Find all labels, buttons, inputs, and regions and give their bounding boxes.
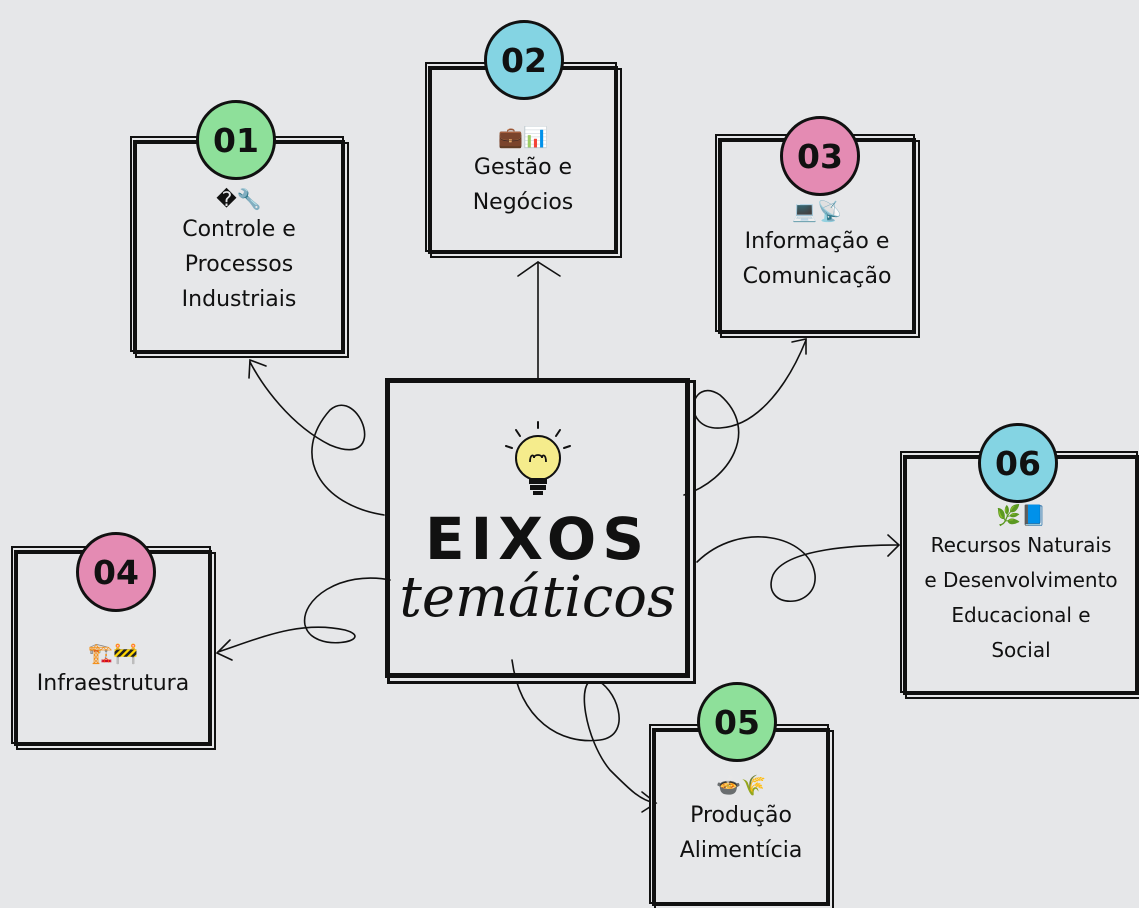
axis-01-line-2: Processos <box>184 252 294 277</box>
axis-05-badge: 05 <box>697 682 777 762</box>
axis-06-line-3: Educacional e <box>951 603 1091 627</box>
axis-05-line-2: Alimentícia <box>679 838 803 863</box>
axis-02-label: 💼📊 Gestão e Negócios <box>428 124 618 220</box>
connector-01 <box>249 361 385 516</box>
arrowhead-03 <box>791 338 807 355</box>
axis-01-badge: 01 <box>196 100 276 180</box>
axis-01-line-3: Industriais <box>181 287 297 312</box>
title-eixos: EIXOS <box>425 505 650 573</box>
axis-03-line-1: Informação e <box>744 229 890 254</box>
axis-03-badge: 03 <box>780 116 860 196</box>
axis-04-badge: 04 <box>76 532 156 612</box>
axis-04-icons: 🏗️🚧 <box>88 641 138 665</box>
axis-05-label: 🍲🌾 Produção Alimentícia <box>652 772 830 868</box>
lightbulb-icon <box>505 421 571 495</box>
axis-06-line-4: Social <box>991 638 1051 662</box>
axis-01-label: �🔧 Controle e Processos Industriais <box>133 186 345 317</box>
connector-03 <box>683 339 807 496</box>
axis-03-icons: 💻📡 <box>792 199 842 223</box>
arrowhead-05 <box>641 791 658 813</box>
axis-01-icons: �🔧 <box>216 187 262 211</box>
axis-02-badge: 02 <box>484 20 564 100</box>
arrowhead-04 <box>215 639 233 661</box>
axis-06-icons: 🌿📘 <box>996 503 1046 527</box>
axis-01-line-1: Controle e <box>182 217 296 242</box>
arrowhead-01 <box>248 358 267 379</box>
central-title-box: EIXOS temáticos <box>385 378 690 678</box>
arrowhead-06 <box>887 534 901 557</box>
axis-06-line-1: Recursos Naturais <box>930 533 1112 557</box>
axis-02-line-1: Gestão e <box>473 155 573 180</box>
connector-05 <box>511 659 656 804</box>
title-tematicos: temáticos <box>399 565 676 630</box>
connector-06 <box>696 536 899 603</box>
connector-04 <box>217 577 391 653</box>
arrowhead-02 <box>517 261 561 277</box>
axis-06-badge: 06 <box>978 423 1058 503</box>
axis-06-label: 🌿📘 Recursos Naturais e Desenvolvimento E… <box>903 502 1139 668</box>
axis-02-icons: 💼📊 <box>498 125 548 149</box>
axis-02-line-2: Negócios <box>472 190 574 215</box>
axis-04-label: 🏗️🚧 Infraestrutura <box>14 640 212 701</box>
axis-03-label: 💻📡 Informação e Comunicação <box>718 198 916 294</box>
axis-05-icons: 🍲🌾 <box>716 773 766 797</box>
axis-05-line-1: Produção <box>690 803 792 828</box>
axis-04-line-1: Infraestrutura <box>36 671 190 696</box>
axis-03-line-2: Comunicação <box>742 264 892 289</box>
axis-06-line-2: e Desenvolvimento <box>924 568 1118 592</box>
